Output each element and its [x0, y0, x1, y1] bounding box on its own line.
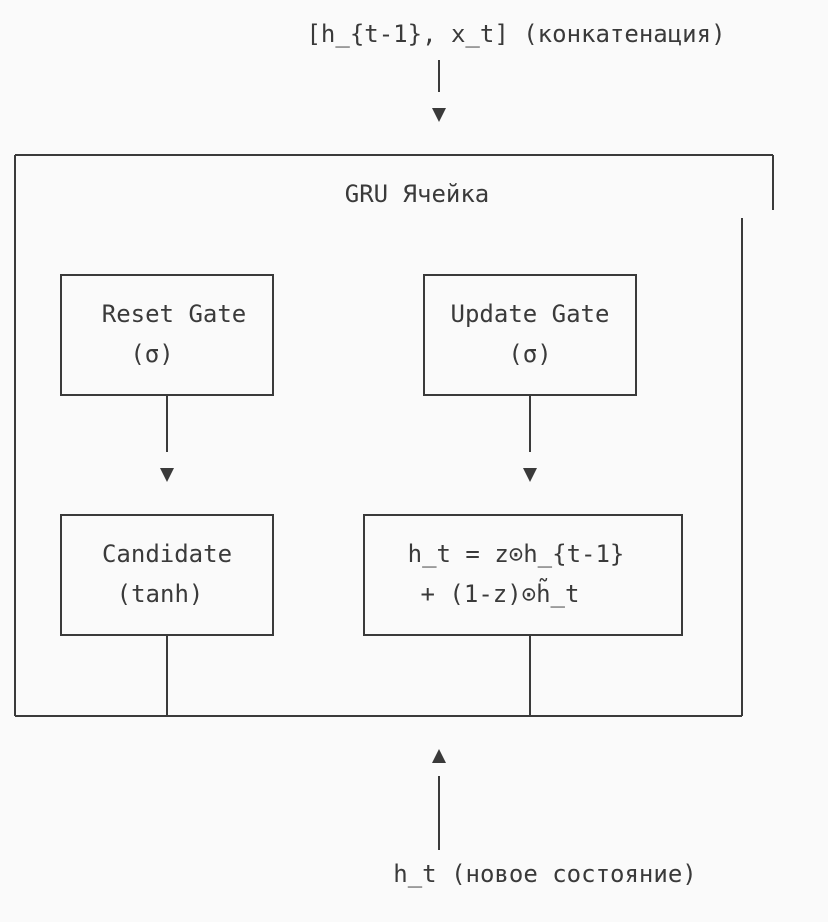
reset-to-candidate-arrowhead [160, 468, 174, 482]
input-label: [h_{t-1}, x_t] (конкатенация) [306, 20, 725, 48]
input-arrow-head [432, 108, 446, 122]
update-gate-activation: (σ) [508, 340, 551, 368]
gru-cell-frame [14, 154, 774, 717]
cell-title: GRU Ячейка [345, 180, 490, 208]
output-arrow-head [432, 749, 446, 763]
output-formula-line1: h_t = z⊙h_{t-1} [408, 540, 625, 568]
candidate-activation: (tanh) [117, 580, 204, 608]
output-label: h_t (новое состояние) [393, 860, 696, 888]
update-gate-label: Update Gate [451, 300, 610, 328]
reset-gate-box: Reset Gate (σ) [60, 274, 274, 396]
update-to-output-arrowhead [523, 468, 537, 482]
output-formula-box: h_t = z⊙h_{t-1} + (1-z)⊙h̃_t [363, 514, 683, 636]
candidate-label: Candidate [102, 540, 232, 568]
update-gate-box: Update Gate (σ) [423, 274, 637, 396]
reset-gate-activation: (σ) [130, 340, 173, 368]
reset-gate-label: Reset Gate [102, 300, 247, 328]
output-formula-line2: + (1-z)⊙h̃_t [421, 577, 580, 608]
candidate-box: Candidate (tanh) [60, 514, 274, 636]
